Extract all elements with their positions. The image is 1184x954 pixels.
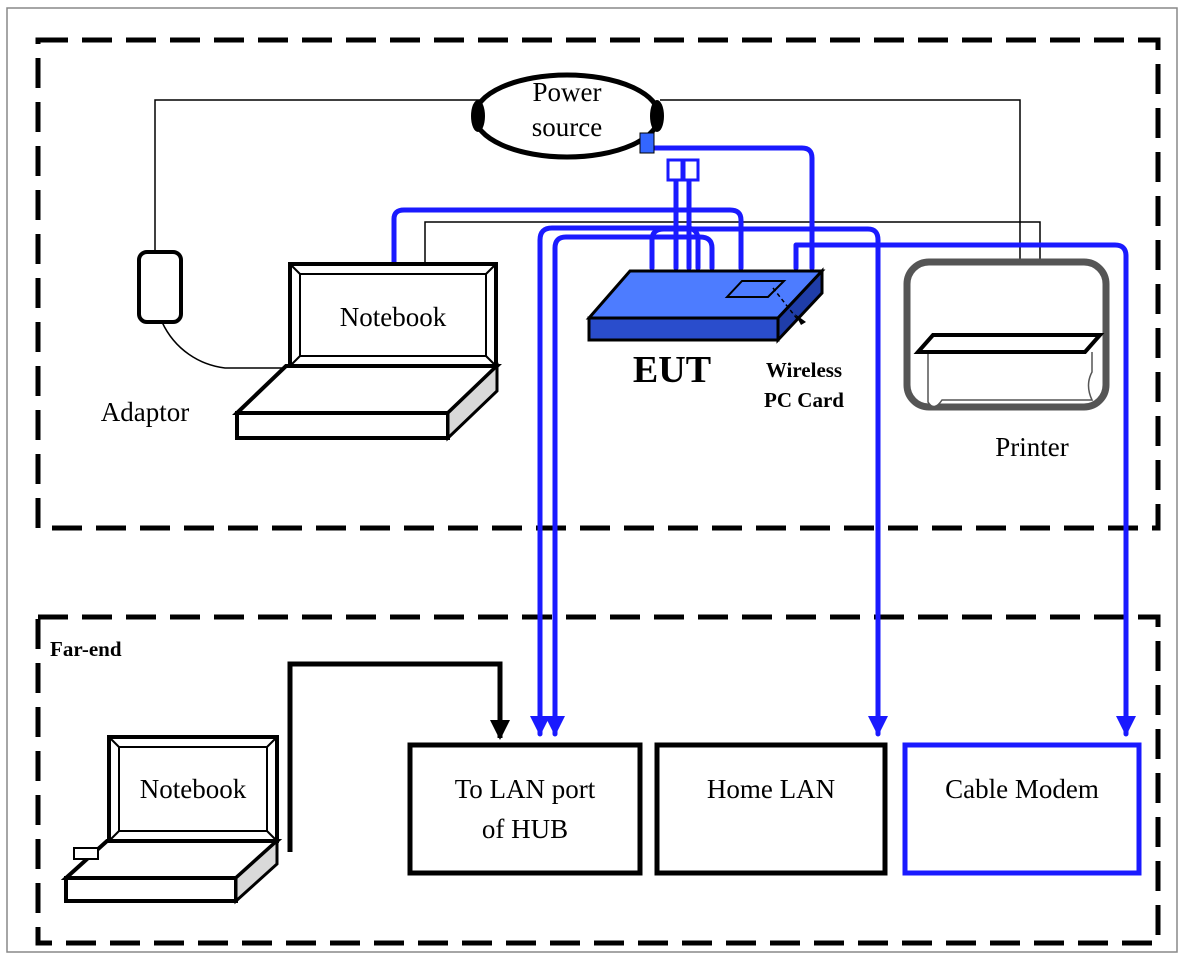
eut-device: EUT Wireless PC Card [585,267,844,412]
printer-label: Printer [995,432,1069,462]
lan-hub-label-line2: of HUB [482,814,568,844]
cable-modem-box: Cable Modem [902,742,1142,876]
power-cord-to-printer [660,99,1021,262]
adaptor-cord-to-notebook [161,321,290,369]
printer-cord-to-notebook [424,221,1041,266]
notebook-top: Notebook [232,262,502,442]
notebook-to-lan-hub-cable [287,661,510,852]
far-end-label: Far-end [50,637,122,661]
far-end-area-boundary [35,614,1161,946]
eut-to-cable-modem-cable [793,242,1136,737]
lan-hub-box: To LAN port of HUB [407,742,643,876]
notebook-bottom-label: Notebook [140,774,247,804]
printer: Printer [903,258,1110,462]
power-source-label-line2: source [532,112,602,142]
eut-to-home-lan-cable [649,226,888,737]
power-source-label-line1: Power [533,77,602,107]
notebook-bottom: Notebook [60,735,283,905]
adaptor-label: Adaptor [101,397,189,427]
wireless-antenna-icon [795,314,806,325]
power-plug [639,132,655,154]
adaptor: Adaptor [101,250,189,427]
eut-label: EUT [633,349,711,391]
wireless-pc-card-label-line1: Wireless [766,358,842,382]
phone-jack-2 [682,158,700,182]
power-cord-to-adaptor [154,99,480,252]
pc-card-slot [73,847,99,860]
wireless-pc-card-label-line2: PC Card [764,388,844,412]
phone-jack-1 [666,158,684,182]
home-lan-box: Home LAN [654,742,888,876]
outer-frame [6,7,1178,953]
blue-cables [391,145,1136,737]
cable-modem-label: Cable Modem [945,774,1099,804]
connectors [639,132,700,182]
lan-hub-label-line1: To LAN port [455,774,596,804]
local-area-boundary [35,37,1161,531]
eut-power-cable [649,145,815,271]
power-cords [154,99,1041,369]
notebook-to-eut-cable [391,207,744,271]
home-lan-label: Home LAN [707,774,835,804]
eut-to-lan-hub-cable-2 [545,234,715,737]
wireless-pc-card-slot [724,280,787,298]
power-source: Power source [471,72,664,160]
notebook-top-label: Notebook [340,302,447,332]
